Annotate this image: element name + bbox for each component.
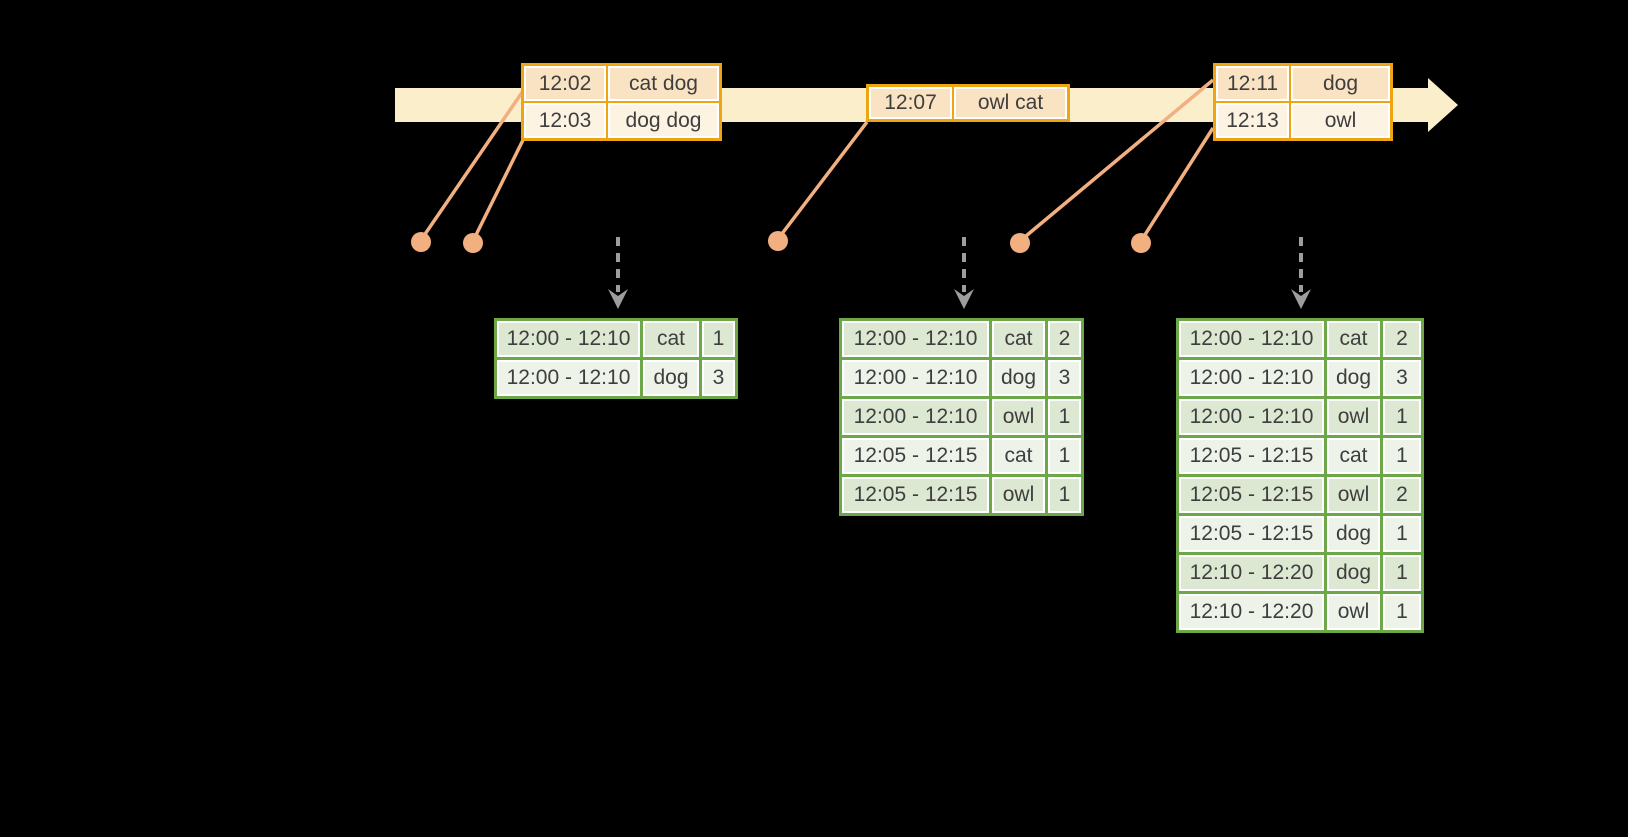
result-word-cell: cat xyxy=(643,321,699,357)
result-count-cell: 1 xyxy=(1383,399,1421,435)
result-word-cell: dog xyxy=(1327,360,1380,396)
result-count-cell: 2 xyxy=(1048,321,1081,357)
result-count-cell: 1 xyxy=(702,321,735,357)
event-marker-icon xyxy=(463,233,483,253)
event-words-cell: owl cat xyxy=(954,87,1067,119)
event-connector-line xyxy=(419,90,525,241)
result-count-cell: 1 xyxy=(1048,399,1081,435)
event-marker-icon xyxy=(1131,233,1151,253)
result-word-cell: cat xyxy=(992,321,1045,357)
event-box-1: 12:02 cat dog 12:03 dog dog xyxy=(521,63,722,141)
trigger-arrowhead-icon xyxy=(608,289,628,309)
event-box-2: 12:07 owl cat xyxy=(866,84,1070,122)
result-count-cell: 3 xyxy=(1383,360,1421,396)
event-box-3: 12:11 dog 12:13 owl xyxy=(1213,63,1393,141)
result-window-cell: 12:00 - 12:10 xyxy=(1179,360,1324,396)
event-time-cell: 12:03 xyxy=(524,103,606,138)
result-word-cell: owl xyxy=(992,477,1045,513)
result-window-cell: 12:00 - 12:10 xyxy=(497,321,640,357)
event-words-cell: dog dog xyxy=(608,103,719,138)
result-word-cell: dog xyxy=(992,360,1045,396)
result-window-cell: 12:10 - 12:20 xyxy=(1179,594,1324,630)
event-time-cell: 12:02 xyxy=(524,66,606,101)
result-word-cell: dog xyxy=(643,360,699,396)
result-table-2: 12:00 - 12:10 cat 2 12:00 - 12:10 dog 3 … xyxy=(839,318,1084,516)
event-time-cell: 12:13 xyxy=(1216,103,1289,138)
result-count-cell: 1 xyxy=(1048,477,1081,513)
event-connector-line xyxy=(471,139,525,242)
result-table-3: 12:00 - 12:10 cat 2 12:00 - 12:10 dog 3 … xyxy=(1176,318,1424,633)
result-window-cell: 12:00 - 12:10 xyxy=(1179,399,1324,435)
result-count-cell: 1 xyxy=(1383,516,1421,552)
result-word-cell: cat xyxy=(1327,321,1380,357)
result-count-cell: 1 xyxy=(1048,438,1081,474)
result-word-cell: owl xyxy=(1327,477,1380,513)
event-marker-icon xyxy=(768,231,788,251)
timeline-arrowhead-icon xyxy=(1428,78,1458,132)
result-window-cell: 12:00 - 12:10 xyxy=(1179,321,1324,357)
event-words-cell: owl xyxy=(1291,103,1390,138)
event-connector-line xyxy=(1139,127,1215,242)
result-window-cell: 12:00 - 12:10 xyxy=(497,360,640,396)
result-word-cell: owl xyxy=(992,399,1045,435)
result-window-cell: 12:00 - 12:10 xyxy=(842,360,989,396)
result-count-cell: 2 xyxy=(1383,477,1421,513)
result-count-cell: 1 xyxy=(1383,555,1421,591)
result-count-cell: 3 xyxy=(1048,360,1081,396)
result-window-cell: 12:05 - 12:15 xyxy=(1179,438,1324,474)
trigger-arrowhead-icon xyxy=(954,289,974,309)
result-word-cell: dog xyxy=(1327,516,1380,552)
event-marker-icon xyxy=(411,232,431,252)
result-table-1: 12:00 - 12:10 cat 1 12:00 - 12:10 dog 3 xyxy=(494,318,738,399)
result-word-cell: owl xyxy=(1327,594,1380,630)
result-window-cell: 12:05 - 12:15 xyxy=(1179,477,1324,513)
result-word-cell: cat xyxy=(992,438,1045,474)
event-connector-line xyxy=(1018,78,1215,243)
trigger-arrowhead-icon xyxy=(1291,289,1311,309)
result-count-cell: 2 xyxy=(1383,321,1421,357)
result-word-cell: cat xyxy=(1327,438,1380,474)
result-window-cell: 12:00 - 12:10 xyxy=(842,321,989,357)
event-time-cell: 12:11 xyxy=(1216,66,1289,101)
event-marker-icon xyxy=(1010,233,1030,253)
result-window-cell: 12:10 - 12:20 xyxy=(1179,555,1324,591)
result-window-cell: 12:00 - 12:10 xyxy=(842,399,989,435)
event-connector-line xyxy=(776,120,869,241)
event-words-cell: dog xyxy=(1291,66,1390,101)
result-window-cell: 12:05 - 12:15 xyxy=(1179,516,1324,552)
result-window-cell: 12:05 - 12:15 xyxy=(842,477,989,513)
result-word-cell: dog xyxy=(1327,555,1380,591)
event-time-cell: 12:07 xyxy=(869,87,952,119)
result-count-cell: 3 xyxy=(702,360,735,396)
result-window-cell: 12:05 - 12:15 xyxy=(842,438,989,474)
event-words-cell: cat dog xyxy=(608,66,719,101)
result-count-cell: 1 xyxy=(1383,438,1421,474)
result-count-cell: 1 xyxy=(1383,594,1421,630)
result-word-cell: owl xyxy=(1327,399,1380,435)
